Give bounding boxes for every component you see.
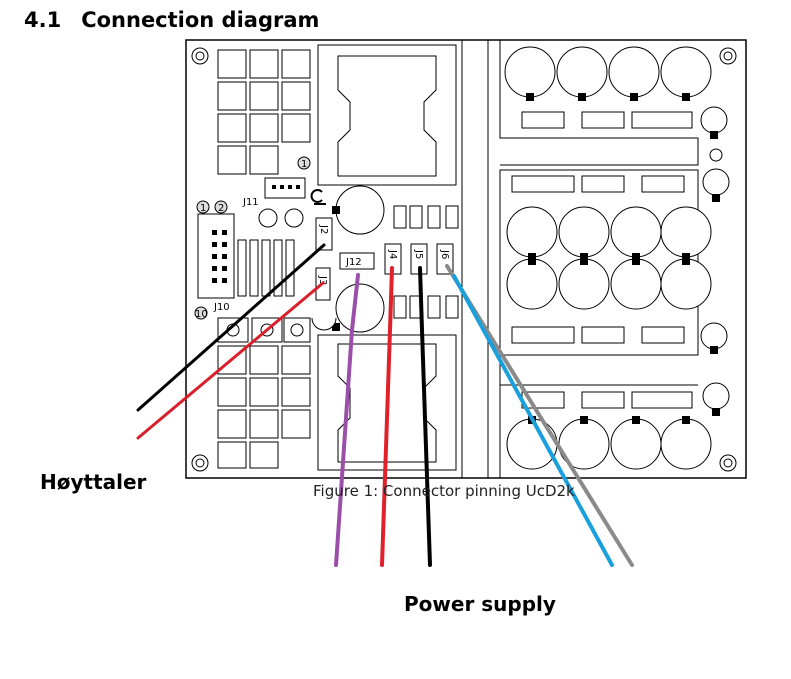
power-supply-label: Power supply (404, 592, 556, 616)
pad-row-top (393, 205, 459, 229)
section-heading: 4.1 Connection diagram (24, 8, 319, 32)
speaker-label: Høyttaler (40, 470, 147, 494)
inductor-top (317, 44, 457, 186)
j3-label: J3 (317, 275, 328, 285)
resistors-row-4 (521, 391, 693, 409)
speaker-wire-black (136, 243, 326, 412)
j2-label: J2 (318, 224, 329, 234)
j10-label: J10 (213, 302, 230, 313)
pad-row-bottom (393, 295, 459, 319)
j11-pin1-label: 1 (301, 159, 307, 170)
connector-j11: 1 J11 (242, 156, 311, 208)
resistors-row-2 (511, 175, 685, 193)
wires (136, 243, 634, 567)
j5-label: J5 (413, 249, 424, 259)
section-number: 4.1 (24, 8, 62, 32)
j12-label: J12 (345, 257, 362, 268)
capacitor-center-bottom (335, 283, 385, 333)
mounting-holes (191, 47, 737, 472)
j4-label: J4 (387, 249, 398, 259)
power-wire-red (380, 266, 394, 567)
speaker-wire-red (136, 281, 325, 440)
resistors-row-1 (521, 111, 693, 129)
power-wire-blue (452, 274, 614, 567)
figure-caption: Figure 1: Connector pinning UcD2k (313, 482, 575, 500)
connector-j12 (339, 252, 375, 270)
connector-j10: 1 2 10 J10 (194, 200, 235, 320)
capacitor-center-top (335, 185, 385, 235)
j11-label: J11 (242, 197, 259, 208)
capacitors-top-row (504, 46, 712, 98)
connector-j2 (315, 217, 333, 251)
right-section-top (499, 40, 699, 166)
resistors-row-3 (511, 326, 685, 344)
capacitors-bottom-row (506, 418, 712, 470)
trimmer-row (217, 317, 311, 343)
j10-pin2-label: 2 (218, 203, 224, 214)
j10-pin10-label: 10 (195, 309, 208, 320)
resistor-array (237, 239, 295, 297)
component-grid-top (217, 49, 311, 175)
j6-label: J6 (439, 249, 450, 259)
power-wire-purple (334, 273, 360, 567)
component-grid-bottom (217, 345, 311, 469)
section-title: Connection diagram (81, 8, 320, 32)
power-wire-black (418, 266, 432, 567)
j10-pin1-label: 1 (200, 203, 206, 214)
